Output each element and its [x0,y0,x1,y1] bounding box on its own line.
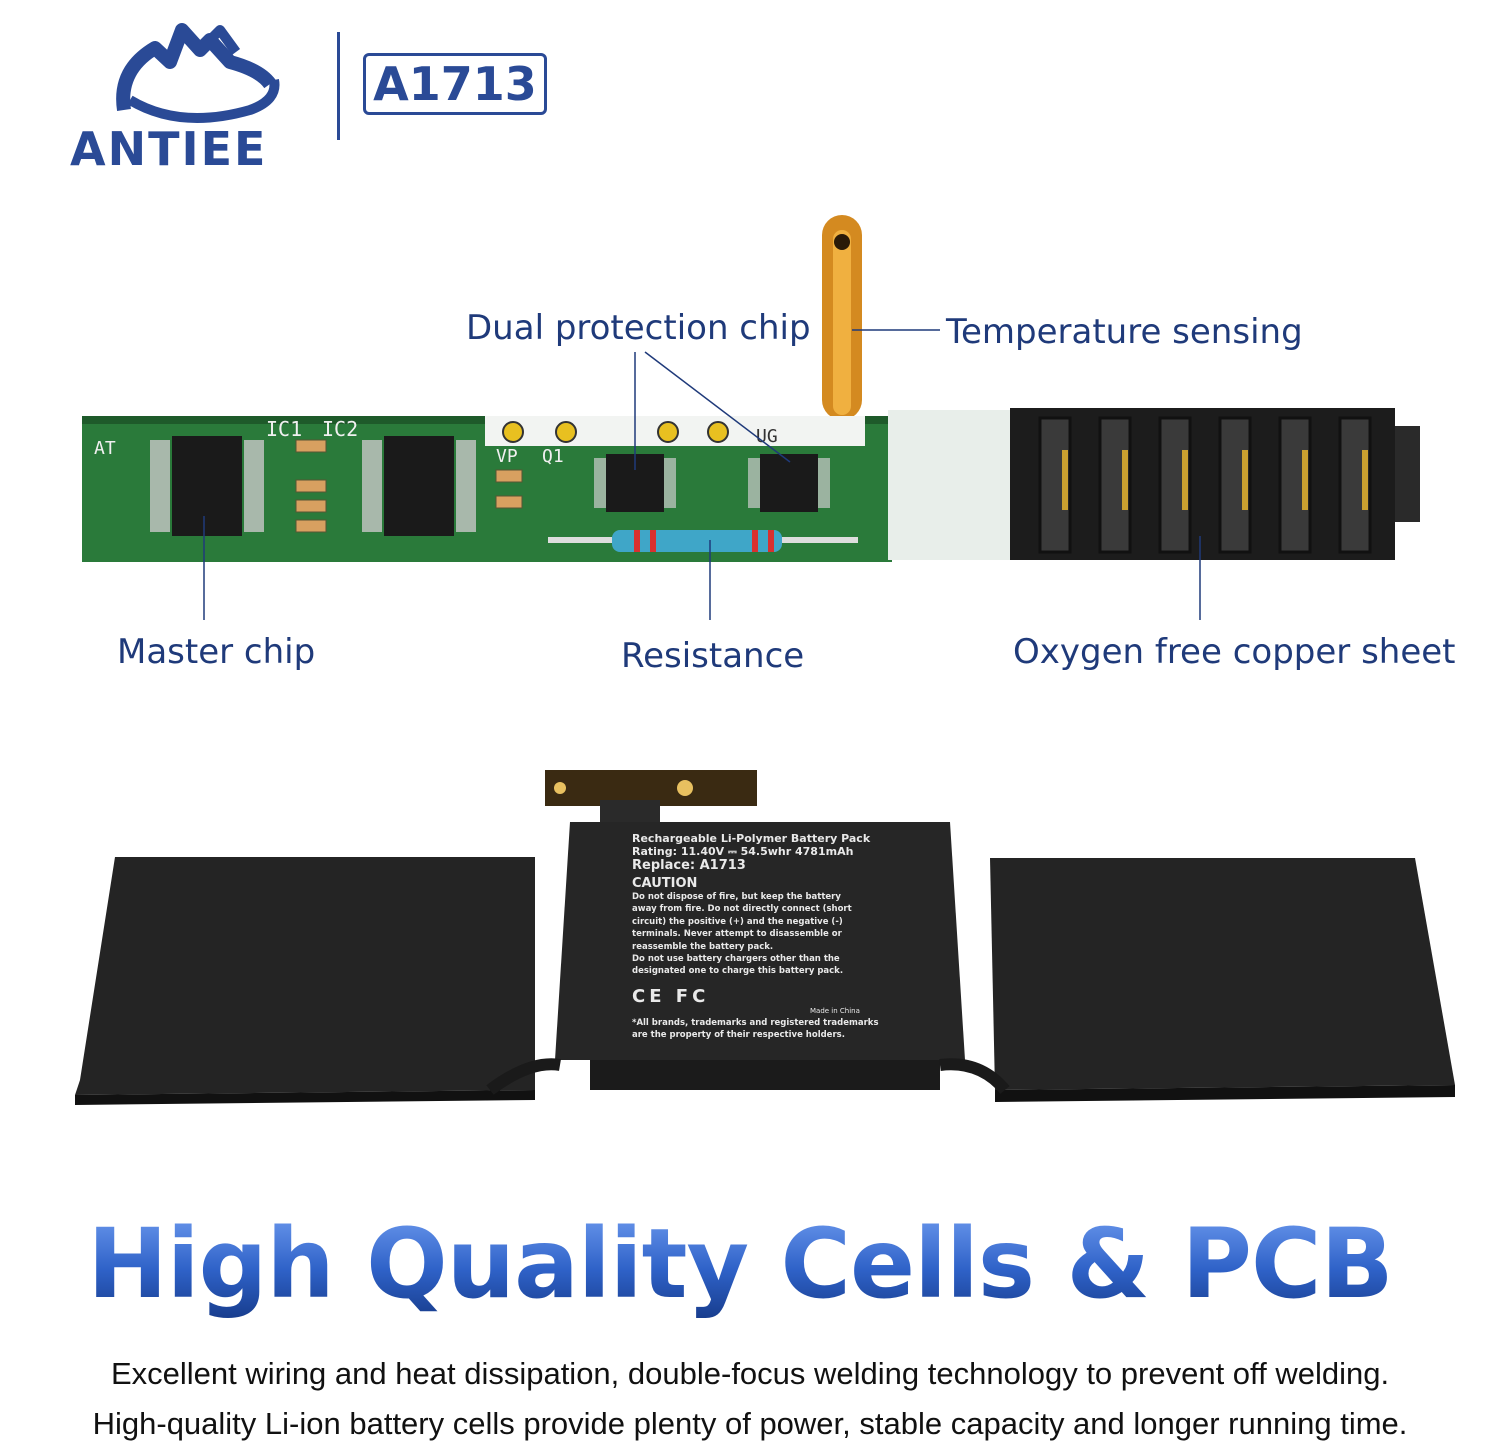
footnote-line: are the property of their respective hol… [632,1030,845,1041]
callout-temperature-sensing: Temperature sensing [946,312,1303,352]
callout-master-chip: Master chip [117,632,316,672]
battery-label-rating: Rating: 11.40V ⎓ 54.5whr 4781mAh [632,845,854,858]
certification-marks: CE FC [632,985,710,1007]
silk-ic2: IC2 [322,417,358,441]
caution-line: designated one to charge this battery pa… [632,966,844,977]
callout-leaders [203,329,1201,620]
caution-line: terminals. Never attempt to disassemble … [632,929,842,940]
callout-oxygen-free-copper-sheet: Oxygen free copper sheet [1013,632,1456,672]
copper-sheet-contacts [1038,416,1372,554]
silk-ic1: IC1 [266,417,302,441]
caution-line: Do not use battery chargers other than t… [632,954,840,965]
silk-at: AT [94,438,116,459]
protection-chip-2 [760,454,818,512]
caution-line: Do not dispose of fire, but keep the bat… [632,892,841,902]
caution-line: circuit) the positive (+) and the negati… [632,916,843,927]
callout-resistance: Resistance [621,636,805,676]
smd-components [295,439,523,533]
description-line-2: High-quality Li-ion battery cells provid… [92,1406,1408,1441]
battery-label: Rechargeable Li-Polymer Battery Pack Rat… [632,832,932,1042]
center-battery-cell [555,822,965,1060]
pcb-illustration: IC1 IC2 AT VP Q1 UG [82,215,1420,620]
battery-label-title: Rechargeable Li-Polymer Battery Pack [632,832,871,845]
battery-connector [1010,408,1395,560]
footnote-line: *All brands, trademarks and registered t… [632,1017,879,1028]
caution-line: reassemble the battery pack. [632,941,774,952]
brand-divider [337,32,340,140]
battery-label-replace: Replace: A1713 [632,858,746,873]
description-line-1: Excellent wiring and heat dissipation, d… [110,1356,1390,1391]
callout-dual-protection-chip: Dual protection chip [466,308,811,348]
battery-label-caution: CAUTION [632,876,698,891]
model-badge: A1713 [363,53,547,115]
brand-mountain-logo [116,23,280,123]
silk-vp: VP [496,446,518,467]
made-in-label: Made in China [810,1006,860,1015]
silk-ug: UG [756,426,778,447]
caution-line: away from fire. Do not directly connect … [632,904,852,915]
brand-name: ANTIEE [70,122,268,176]
solder-pads [502,421,729,443]
secondary-chip [384,436,454,536]
battery-pack-illustration [75,770,1455,1105]
master-chip [172,436,242,536]
right-battery-cell [990,858,1455,1090]
headline: High Quality Cells & PCB [0,1208,1480,1320]
silk-q1: Q1 [542,446,564,467]
left-battery-cell [75,857,535,1095]
